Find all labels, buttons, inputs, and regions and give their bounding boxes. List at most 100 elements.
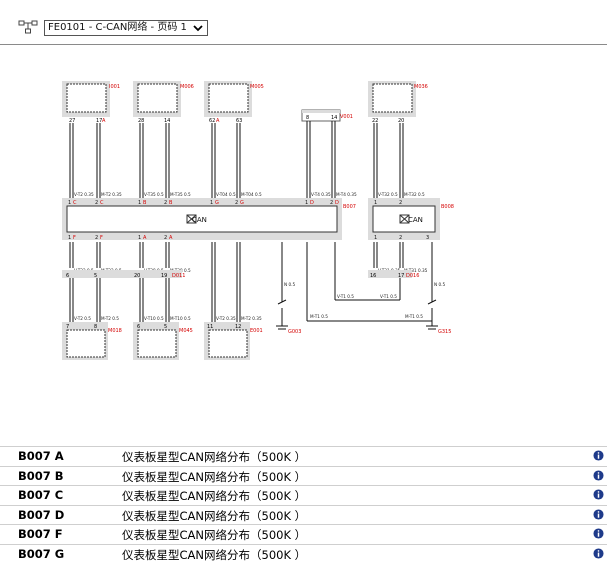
svg-text:V001: V001: [340, 114, 353, 120]
svg-text:16: 16: [370, 273, 376, 279]
table-row[interactable]: B007 A 仪表板星型CAN网络分布（500K ）: [0, 446, 607, 466]
info-icon[interactable]: [593, 528, 604, 539]
ground-g315[interactable]: G315: [426, 299, 451, 335]
svg-text:M-T04 0.5: M-T04 0.5: [241, 192, 262, 197]
connector-i001[interactable]: I001 27 17 A: [62, 81, 120, 124]
svg-text:G: G: [240, 200, 244, 206]
svg-text:20: 20: [398, 118, 404, 124]
svg-text:1: 1: [138, 200, 141, 206]
row-desc: 仪表板星型CAN网络分布（500K ）: [122, 450, 307, 464]
table-row[interactable]: B007 F 仪表板星型CAN网络分布（500K ）: [0, 524, 607, 544]
svg-text:1: 1: [374, 200, 377, 206]
svg-text:V-T10 0.5: V-T10 0.5: [144, 316, 164, 321]
svg-text:V-T04 0.5: V-T04 0.5: [216, 192, 236, 197]
svg-text:M-T31 0.35: M-T31 0.35: [404, 268, 428, 273]
svg-text:G: G: [215, 200, 219, 206]
svg-text:D016: D016: [406, 273, 419, 279]
page-select[interactable]: FE0101 - C-CAN网络 - 页码 1: [44, 20, 208, 36]
connector-m045[interactable]: 6 5 M045: [133, 322, 193, 360]
svg-text:1: 1: [305, 200, 308, 206]
svg-text:3: 3: [426, 235, 429, 241]
table-row[interactable]: B007 C 仪表板星型CAN网络分布（500K ）: [0, 485, 607, 505]
network-diagram-icon[interactable]: [18, 20, 38, 34]
svg-text:A: A: [169, 235, 173, 241]
row-desc: 仪表板星型CAN网络分布（500K ）: [122, 469, 307, 484]
svg-text:M-T1 0.5: M-T1 0.5: [310, 314, 328, 319]
svg-text:11: 11: [207, 324, 213, 330]
row-code: B007 F: [18, 527, 63, 542]
svg-text:1: 1: [68, 200, 71, 206]
info-icon[interactable]: [593, 450, 604, 461]
svg-text:M-T2 0.35: M-T2 0.35: [241, 316, 262, 321]
svg-text:V-T32 0.5: V-T32 0.5: [378, 192, 398, 197]
svg-text:M006: M006: [180, 84, 194, 90]
table-row[interactable]: B007 D 仪表板星型CAN网络分布（500K ）: [0, 504, 607, 525]
svg-text:C: C: [100, 200, 104, 206]
connector-label: I001: [109, 84, 120, 90]
wires-bottom: [69, 242, 433, 324]
row-desc: 仪表板星型CAN网络分布（500K ）: [122, 489, 307, 504]
svg-text:2: 2: [399, 200, 402, 206]
module-label: B007: [343, 204, 356, 210]
svg-text:M005: M005: [250, 84, 264, 90]
svg-text:N 0.5: N 0.5: [284, 282, 295, 287]
svg-text:2: 2: [164, 235, 167, 241]
connector-m005[interactable]: M005 62 A 63: [204, 81, 264, 124]
svg-text:A: A: [102, 118, 106, 124]
table-row[interactable]: B007 G 仪表板星型CAN网络分布（500K ）: [0, 543, 607, 564]
svg-text:D011: D011: [172, 273, 185, 279]
svg-text:M045: M045: [179, 328, 193, 334]
svg-text:12: 12: [235, 324, 241, 330]
info-icon[interactable]: [593, 548, 604, 559]
connector-m006[interactable]: M006 28 14: [133, 81, 194, 124]
svg-text:2: 2: [95, 235, 98, 241]
svg-text:5: 5: [94, 273, 97, 279]
svg-text:2: 2: [399, 235, 402, 241]
connector-m036[interactable]: M036 22 20: [368, 81, 428, 124]
svg-text:17: 17: [96, 118, 102, 124]
info-icon[interactable]: [593, 489, 604, 500]
wires-top: [69, 121, 404, 202]
svg-text:B: B: [169, 200, 173, 206]
svg-text:2: 2: [330, 200, 333, 206]
row-code: B007 C: [18, 488, 64, 503]
connector-e001[interactable]: 11 12 E001: [204, 322, 263, 360]
info-icon[interactable]: [593, 470, 604, 481]
row-code: B007 G: [18, 546, 65, 561]
svg-text:20: 20: [134, 273, 140, 279]
svg-text:V-T4 0.35: V-T4 0.35: [311, 192, 331, 197]
svg-text:V-T1 0.5: V-T1 0.5: [380, 294, 397, 299]
svg-text:M-T35 0.5: M-T35 0.5: [170, 192, 191, 197]
table-row[interactable]: B007 B 仪表板星型CAN网络分布（500K ）: [0, 465, 607, 486]
svg-text:2: 2: [235, 200, 238, 206]
svg-text:B: B: [143, 200, 147, 206]
svg-text:D: D: [310, 200, 314, 206]
connector-table: B007 A 仪表板星型CAN网络分布（500K ） B007 B 仪表板星型C…: [0, 446, 607, 564]
svg-text:M-T1 0.5: M-T1 0.5: [405, 314, 423, 319]
svg-text:CAN: CAN: [408, 216, 423, 224]
connector-d016[interactable]: 16 17 D016: [368, 270, 419, 279]
connector-m018[interactable]: 7 8 M018: [62, 322, 122, 360]
svg-text:27: 27: [69, 118, 75, 124]
ground-g003[interactable]: G003: [276, 299, 301, 335]
connector-v001[interactable]: V001 8 14: [301, 109, 353, 122]
svg-text:B008: B008: [441, 204, 454, 210]
connector-d011[interactable]: 6 5 20 19 D011: [62, 270, 185, 279]
svg-text:M018: M018: [108, 328, 122, 334]
info-icon[interactable]: [593, 509, 604, 520]
module-b008[interactable]: B008 CAN 1 2 1 2 3: [368, 198, 454, 241]
page-select-value: FE0101 - C-CAN网络 - 页码 1: [48, 22, 187, 33]
svg-text:V-T35 0.5: V-T35 0.5: [144, 192, 164, 197]
svg-text:63: 63: [236, 118, 242, 124]
svg-text:V-T2 0.35: V-T2 0.35: [74, 192, 94, 197]
svg-text:D: D: [335, 200, 339, 206]
svg-text:G003: G003: [288, 329, 301, 335]
svg-text:M-T2 0.5: M-T2 0.5: [101, 316, 119, 321]
svg-text:M-T4 0.35: M-T4 0.35: [336, 192, 357, 197]
svg-text:6: 6: [137, 324, 140, 330]
wiring-diagram-svg: I001 27 17 A M006 28 14 M005 62 A 63 V00…: [62, 81, 454, 360]
svg-text:M036: M036: [414, 84, 428, 90]
